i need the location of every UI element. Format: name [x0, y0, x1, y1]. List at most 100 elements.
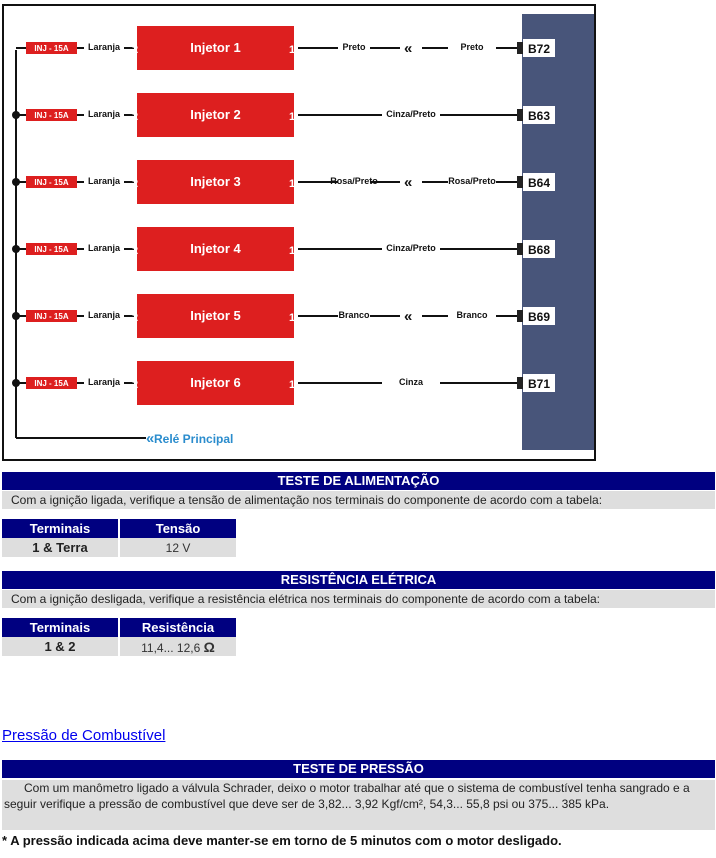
left-wire-label-4: Laranja: [88, 243, 121, 253]
wire-label-bg-b-5: [448, 308, 496, 320]
fuse-3: [26, 176, 77, 188]
pin-right-5: 1: [289, 312, 295, 324]
injector-name-3: Injetor 3: [190, 174, 241, 189]
wire-label-bg-b-6: [382, 375, 440, 387]
left-wire-label-bg-6: [84, 375, 124, 387]
pin-left-5: 2: [132, 312, 138, 324]
ohm-symbol: Ω: [203, 638, 215, 655]
plug-icon-1: «: [404, 40, 412, 57]
pin-right-6: 1: [289, 379, 295, 391]
injector-1: [137, 26, 294, 70]
wire-label-a-1: Preto: [342, 42, 366, 52]
wire-label-b-5: Branco: [456, 310, 488, 320]
left-wire-label-bg-4: [84, 241, 124, 253]
fuse-1: [26, 42, 77, 54]
connector-box-3: [523, 173, 555, 191]
injector-3: [137, 160, 294, 204]
fuse-label-5: INJ - 15A: [34, 312, 68, 321]
wire-label-b-6: Cinza: [399, 377, 424, 387]
supply-test-title: TESTE DE ALIMENTAÇÃO: [2, 472, 715, 490]
diagram-frame: [2, 4, 596, 461]
wire-label-b-4: Cinza/Preto: [386, 243, 436, 253]
plug-bg-1: [400, 39, 422, 53]
pin-right-1: 1: [289, 44, 295, 56]
wire-label-bg-b-1: [448, 40, 496, 52]
wire-label-bg-b-4: [382, 241, 440, 253]
pin-right-4: 1: [289, 245, 295, 257]
injector-name-6: Injetor 6: [190, 375, 241, 390]
connector-pin-3: [517, 176, 523, 188]
pressure-test-text: Com um manômetro ligado a válvula Schrad…: [4, 781, 690, 811]
connector-pin-4: [517, 243, 523, 255]
resistance-value-cell: 11,4... 12,6 Ω: [119, 637, 236, 656]
wire-label-b-3: Rosa/Preto: [448, 176, 496, 186]
plug-icon-3: «: [404, 174, 412, 191]
injector-name-5: Injetor 5: [190, 308, 241, 323]
pin-left-3: 2: [132, 178, 138, 190]
plug-bg-3: [400, 173, 422, 187]
relay-plug-icon: «: [146, 430, 154, 447]
injector-4: [137, 227, 294, 271]
pin-right-3: 1: [289, 178, 295, 190]
wire-label-b-1: Preto: [460, 42, 484, 52]
connector-label-4: B68: [528, 243, 550, 257]
wire-label-bg-b-3: [448, 174, 496, 186]
connector-pin-2: [517, 109, 523, 121]
pressure-test-title: TESTE DE PRESSÃO: [2, 760, 715, 778]
resistance-test-table: Terminais Resistência 1 & 2 11,4... 12,6…: [2, 618, 236, 656]
fuse-4: [26, 243, 77, 255]
left-wire-label-3: Laranja: [88, 176, 121, 186]
left-wire-label-bg-2: [84, 107, 124, 119]
connector-label-3: B64: [528, 176, 550, 190]
left-wire-label-2: Laranja: [88, 109, 121, 119]
injector-2: [137, 93, 294, 137]
pin-left-4: 2: [132, 245, 138, 257]
supply-header-terminals: Terminais: [2, 519, 120, 538]
wire-label-bg-a-1: [338, 40, 370, 52]
resistance-value: 11,4... 12,6: [141, 640, 201, 655]
connector-label-2: B63: [528, 109, 550, 123]
fuse-label-1: INJ - 15A: [34, 44, 68, 53]
supply-test-description: Com a ignição ligada, verifique a tensão…: [2, 491, 715, 509]
supply-header-voltage: Tensão: [119, 519, 236, 538]
left-wire-label-5: Laranja: [88, 310, 121, 320]
left-wire-label-bg-3: [84, 174, 124, 186]
injector-6: [137, 361, 294, 405]
wire-label-a-3: Rosa/Preto: [330, 176, 378, 186]
pin-left-1: 2: [132, 44, 138, 56]
fuse-2: [26, 109, 77, 121]
injector-5: [137, 294, 294, 338]
fuse-6: [26, 377, 77, 389]
connector-box-1: [523, 39, 555, 57]
pressure-note: * A pressão indicada acima deve manter-s…: [2, 833, 562, 848]
injector-name-1: Injetor 1: [190, 40, 241, 55]
wire-label-bg-b-2: [382, 107, 440, 119]
wire-label-a-5: Branco: [338, 310, 370, 320]
connector-pin-6: [517, 377, 523, 389]
fuse-label-4: INJ - 15A: [34, 245, 68, 254]
injector-name-2: Injetor 2: [190, 107, 241, 122]
connector-box-2: [523, 106, 555, 124]
resistance-test-title: RESISTÊNCIA ELÉTRICA: [2, 571, 715, 589]
resistance-terminals-value: 1 & 2: [2, 637, 120, 656]
supply-voltage-value: 12 V: [119, 538, 236, 557]
plug-icon-5: «: [404, 308, 412, 325]
pin-left-6: 2: [132, 379, 138, 391]
connector-pin-1: [517, 42, 523, 54]
fuel-pressure-link[interactable]: Pressão de Combustível: [2, 727, 166, 744]
supply-test-table: Terminais Tensão 1 & Terra 12 V: [2, 519, 236, 557]
fuse-label-2: INJ - 15A: [34, 111, 68, 120]
connector-label-6: B71: [528, 377, 550, 391]
fuse-label-3: INJ - 15A: [34, 178, 68, 187]
plug-bg-5: [400, 307, 422, 321]
supply-terminals-value: 1 & Terra: [2, 538, 120, 557]
fuse-5: [26, 310, 77, 322]
resistance-header-resistance: Resistência: [119, 618, 236, 637]
injector-name-4: Injetor 4: [190, 241, 241, 256]
connector-box-6: [523, 374, 555, 392]
wire-label-bg-a-5: [338, 308, 370, 320]
pin-right-2: 1: [289, 111, 295, 123]
wire-label-bg-a-3: [338, 174, 370, 186]
left-wire-label-bg-5: [84, 308, 124, 320]
